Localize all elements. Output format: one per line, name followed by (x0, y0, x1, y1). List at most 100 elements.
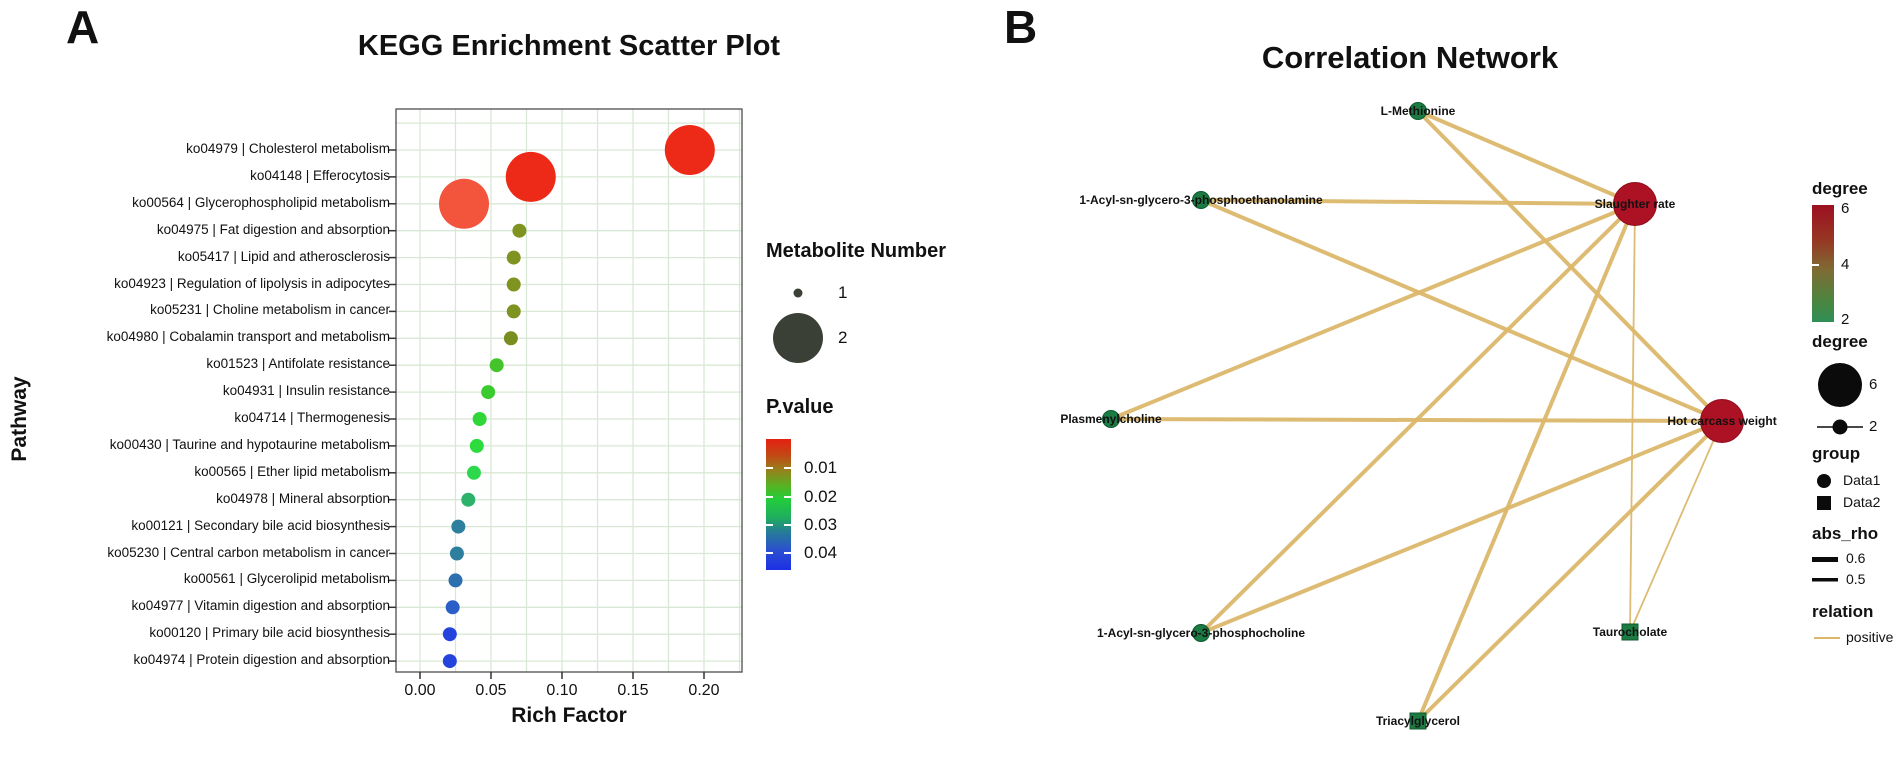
pathway-label: ko04980 | Cobalamin transport and metabo… (106, 329, 390, 345)
scatter-point (506, 277, 521, 292)
pathway-label: ko04978 | Mineral absorption (216, 490, 390, 506)
group-circle-icon (1817, 474, 1831, 488)
pathway-label: ko01523 | Antifolate resistance (206, 356, 390, 372)
scatter-point (664, 125, 715, 175)
network-node-label: Hot carcass weight (1667, 414, 1777, 428)
network-node-label: 1-Acyl-sn-glycero-3-phosphocholine (1096, 626, 1306, 640)
size-legend-dot (793, 288, 803, 298)
panel-b-title: Correlation Network (1261, 40, 1559, 75)
colorbar-notch (1812, 264, 1819, 266)
scatter-point (461, 492, 476, 507)
degree-color-tick-label: 4 (1841, 256, 1850, 273)
size-legend-dot (773, 313, 823, 363)
group-legend-title: group (1812, 444, 1861, 463)
degree-size-large-dot (1818, 363, 1862, 407)
network-node-label: Triacylglycerol (1375, 714, 1461, 728)
pathway-label: ko04975 | Fat digestion and absorption (156, 221, 390, 237)
scatter-point (451, 519, 466, 534)
network-edge (1110, 202, 1636, 421)
plot-border (395, 108, 743, 673)
abs-rho-legend-title: abs_rho (1812, 524, 1879, 543)
pathway-label: ko04148 | Efferocytosis (250, 167, 390, 183)
pathway-label: ko05231 | Choline metabolism in cancer (150, 302, 390, 318)
network-node-label: Plasmenylcholine (1060, 412, 1162, 426)
scatter-point (506, 250, 521, 265)
pathway-label: ko04714 | Thermogenesis (234, 410, 390, 425)
network-edge (1200, 198, 1636, 206)
relation-legend-title: relation (1812, 602, 1874, 621)
relation-label: positive (1846, 629, 1894, 645)
scatter-point (439, 178, 490, 229)
scatter-point (445, 600, 460, 615)
colorbar-notch (784, 524, 791, 527)
network-edge (1416, 203, 1637, 722)
abs-rho-thin-line (1812, 578, 1838, 582)
abs-rho-thick-line (1812, 557, 1838, 562)
network-edge (1200, 419, 1723, 635)
degree-size-legend-title: degree (1812, 332, 1868, 351)
pathway-label: ko05417 | Lipid and atherosclerosis (177, 248, 390, 264)
pathway-label: ko00430 | Taurine and hypotaurine metabo… (109, 436, 390, 452)
scatter-point (505, 151, 556, 202)
panel-b-label: B (1004, 1, 1038, 53)
colorbar-notch (784, 495, 791, 498)
abs-rho-label: 0.5 (1846, 571, 1866, 587)
degree-size-label: 2 (1869, 418, 1878, 435)
x-axis-label: Rich Factor (511, 704, 627, 727)
pathway-label: ko04977 | Vitamin digestion and absorpti… (131, 598, 390, 614)
x-tick-label: 0.00 (404, 682, 436, 699)
scatter-point (449, 546, 464, 561)
network-node (1409, 102, 1427, 120)
scatter-point (442, 627, 457, 642)
degree-color-legend-title: degree (1812, 179, 1868, 198)
panel-a-label: A (66, 1, 100, 53)
colorbar-notch (766, 495, 773, 498)
y-axis-label: Pathway (8, 376, 31, 462)
network-node-label: Taurocholate (1592, 625, 1668, 639)
size-legend-label: 1 (838, 283, 848, 302)
x-tick-label: 0.10 (546, 682, 578, 699)
p-value-legend-title: P.value (766, 396, 834, 418)
scatter-point (442, 654, 457, 669)
p-value-colorbar (766, 439, 791, 570)
scatter-point (469, 438, 484, 453)
colorbar-notch (784, 466, 791, 469)
scatter-point (466, 465, 481, 480)
network-node (1700, 399, 1744, 443)
degree-size-label: 6 (1869, 376, 1878, 393)
degree-color-tick-label: 2 (1841, 311, 1850, 328)
scatter-point (481, 385, 496, 400)
colorbar-notch (784, 551, 791, 554)
pathway-label: ko00565 | Ether lipid metabolism (194, 463, 390, 479)
pathway-label: ko04979 | Cholesterol metabolism (186, 141, 390, 156)
pathway-label: ko05230 | Central carbon metabolism in c… (107, 544, 390, 560)
scatter-point (448, 573, 463, 588)
scatter-point (512, 223, 527, 238)
pathway-label: ko04974 | Protein digestion and absorpti… (133, 652, 390, 668)
p-value-tick-label: 0.01 (804, 457, 838, 477)
pathway-label: ko04931 | Insulin resistance (222, 383, 390, 399)
x-tick-label: 0.05 (475, 682, 507, 699)
network-node-label: Slaughter rate (1594, 197, 1676, 211)
scatter-point (472, 412, 487, 426)
network-node (1192, 191, 1210, 209)
network-node (1613, 182, 1657, 226)
degree-color-tick-label: 6 (1841, 200, 1850, 217)
network-node (1621, 623, 1639, 641)
panel-a-title: KEGG Enrichment Scatter Plot (357, 30, 781, 62)
abs-rho-label: 0.6 (1846, 550, 1866, 566)
group-legend-label: Data2 (1843, 494, 1881, 510)
colorbar-notch (766, 524, 773, 527)
colorbar-notch (766, 551, 773, 554)
group-legend-label: Data1 (1843, 472, 1881, 488)
colorbar-notch (766, 466, 773, 469)
pathway-label: ko00121 | Secondary bile acid biosynthes… (131, 517, 390, 533)
network-edge (1416, 419, 1724, 723)
network-edge (1417, 109, 1636, 206)
pathway-label: ko00561 | Glycerolipid metabolism (183, 571, 390, 587)
pathway-label: ko04923 | Regulation of lipolysis in adi… (114, 275, 390, 291)
network-edge (1629, 203, 1636, 633)
network-node (1102, 410, 1120, 428)
scatter-point (489, 358, 504, 373)
